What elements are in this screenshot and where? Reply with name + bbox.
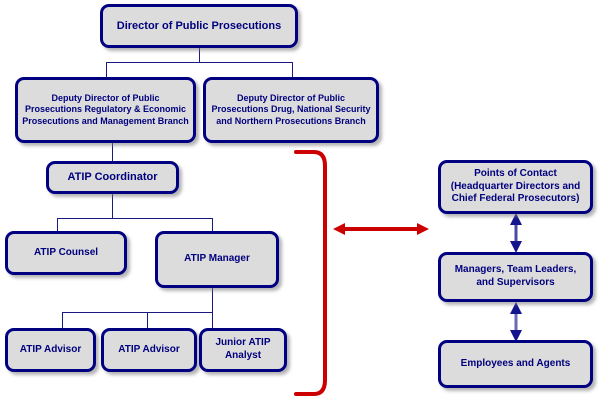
node-label: Employees and Agents xyxy=(460,357,571,369)
node-atip-advisor-1[interactable]: ATIP Advisor xyxy=(5,328,96,372)
node-label: Points of Contact (Headquarter Directors… xyxy=(450,167,581,205)
connector-counsel-drop xyxy=(57,218,58,231)
node-label: Deputy Director of Public Prosecutions D… xyxy=(211,92,371,126)
connector-director-bar xyxy=(106,62,293,63)
node-label: ATIP Advisor xyxy=(118,343,180,355)
connector-advisor1-drop xyxy=(62,312,63,328)
node-atip-manager[interactable]: ATIP Manager xyxy=(155,231,279,288)
node-points-of-contact[interactable]: Points of Contact (Headquarter Directors… xyxy=(438,160,593,214)
connector-deputy-right-drop xyxy=(292,62,293,77)
node-label: Director of Public Prosecutions xyxy=(116,19,282,32)
node-atip-counsel[interactable]: ATIP Counsel xyxy=(5,231,127,275)
node-employees-and-agents[interactable]: Employees and Agents xyxy=(438,340,593,388)
navy-bidirectional-arrow-top xyxy=(507,212,525,254)
red-grouping-bracket xyxy=(288,148,332,398)
node-label: Deputy Director of Public Prosecutions R… xyxy=(22,92,189,126)
node-label: Junior ATIP Analyst xyxy=(215,337,271,361)
navy-bidirectional-arrow-bottom xyxy=(507,301,525,343)
node-managers-team-leaders-supervisors[interactable]: Managers, Team Leaders, and Supervisors xyxy=(438,252,593,302)
connector-advisor2-drop xyxy=(147,312,148,328)
connector-director-stub xyxy=(199,48,200,62)
node-label: ATIP Counsel xyxy=(33,246,99,258)
node-label: Managers, Team Leaders, and Supervisors xyxy=(454,264,577,288)
node-deputy-director-regulatory-economic[interactable]: Deputy Director of Public Prosecutions R… xyxy=(15,77,196,143)
connector-deputy-to-coordinator xyxy=(112,143,113,161)
connector-coordinator-stub xyxy=(112,194,113,218)
connector-staff-bar xyxy=(62,312,213,313)
connector-analyst-drop xyxy=(212,312,213,328)
red-bidirectional-arrow xyxy=(330,218,432,240)
connector-manager-drop xyxy=(212,218,213,231)
node-atip-advisor-2[interactable]: ATIP Advisor xyxy=(101,328,197,372)
node-label: ATIP Coordinator xyxy=(67,171,158,184)
node-label: ATIP Manager xyxy=(184,253,250,265)
node-director-of-public-prosecutions[interactable]: Director of Public Prosecutions xyxy=(100,4,298,48)
connector-deputy-left-drop xyxy=(106,62,107,77)
connector-manager-stub xyxy=(212,288,213,312)
node-label: ATIP Advisor xyxy=(19,343,82,355)
node-atip-coordinator[interactable]: ATIP Coordinator xyxy=(46,161,179,194)
node-deputy-director-drug-national-security[interactable]: Deputy Director of Public Prosecutions D… xyxy=(203,77,379,143)
node-junior-atip-analyst[interactable]: Junior ATIP Analyst xyxy=(199,328,287,372)
connector-coordinator-bar xyxy=(57,218,213,219)
